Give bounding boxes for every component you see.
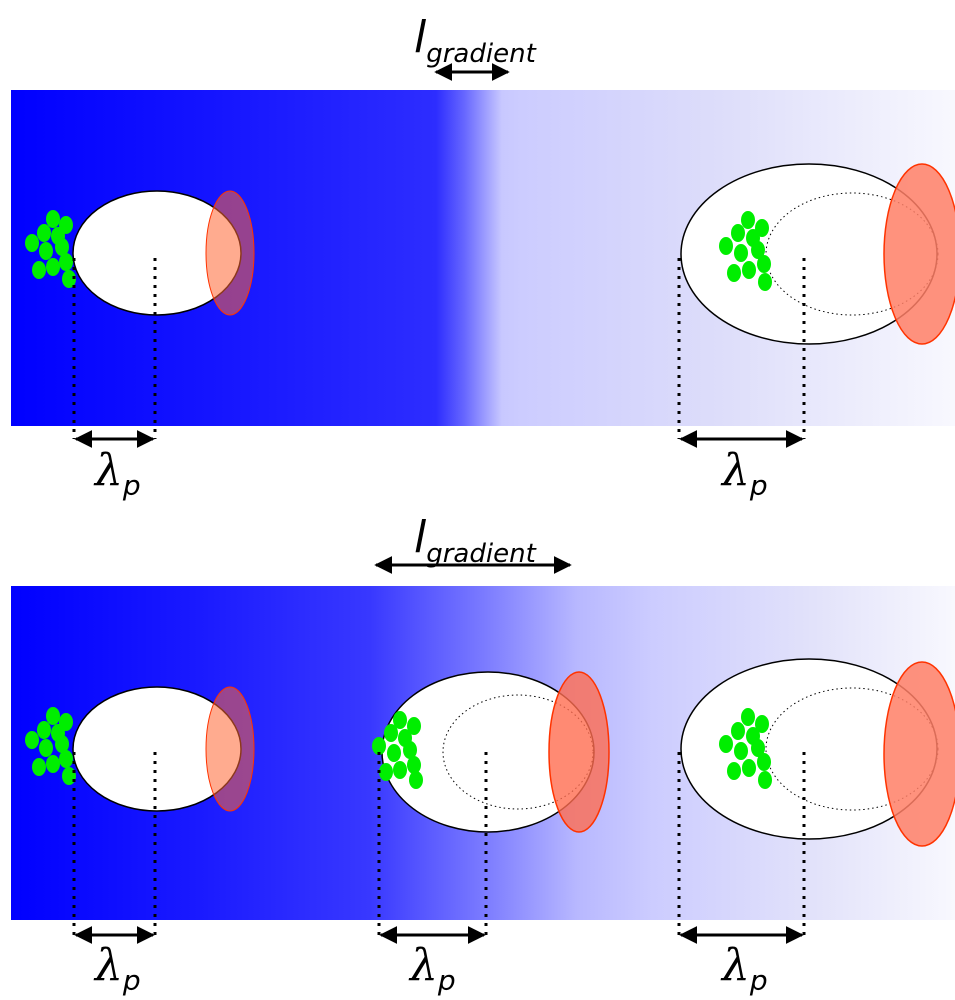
laser-beam bbox=[548, 671, 610, 833]
laser-beam bbox=[205, 686, 255, 812]
particle-cluster bbox=[25, 210, 76, 288]
particle-cluster bbox=[372, 711, 423, 789]
bottom-middle-bubble bbox=[372, 671, 610, 935]
laser-beam bbox=[205, 190, 255, 316]
top-right-bubble bbox=[677, 163, 955, 439]
bottom-right-bubble bbox=[677, 658, 955, 935]
top-gradient-label: lgradient bbox=[414, 12, 537, 69]
laser-beam bbox=[883, 163, 955, 345]
bottom-gradient-label: lgradient bbox=[414, 512, 537, 569]
wavelength-label: λp bbox=[93, 445, 141, 502]
wavelength-label: λp bbox=[93, 940, 141, 997]
particle-cluster bbox=[719, 211, 772, 291]
wavelength-label: λp bbox=[720, 940, 768, 997]
top-panel: lgradient bbox=[11, 12, 955, 502]
wavelength-label: λp bbox=[408, 940, 456, 997]
bottom-left-bubble bbox=[25, 686, 255, 935]
bottom-panel: lgradient bbox=[11, 512, 955, 997]
wavelength-label: λp bbox=[720, 445, 768, 502]
laser-beam bbox=[883, 661, 955, 847]
particle-cluster bbox=[719, 708, 772, 789]
top-left-bubble bbox=[25, 190, 255, 439]
